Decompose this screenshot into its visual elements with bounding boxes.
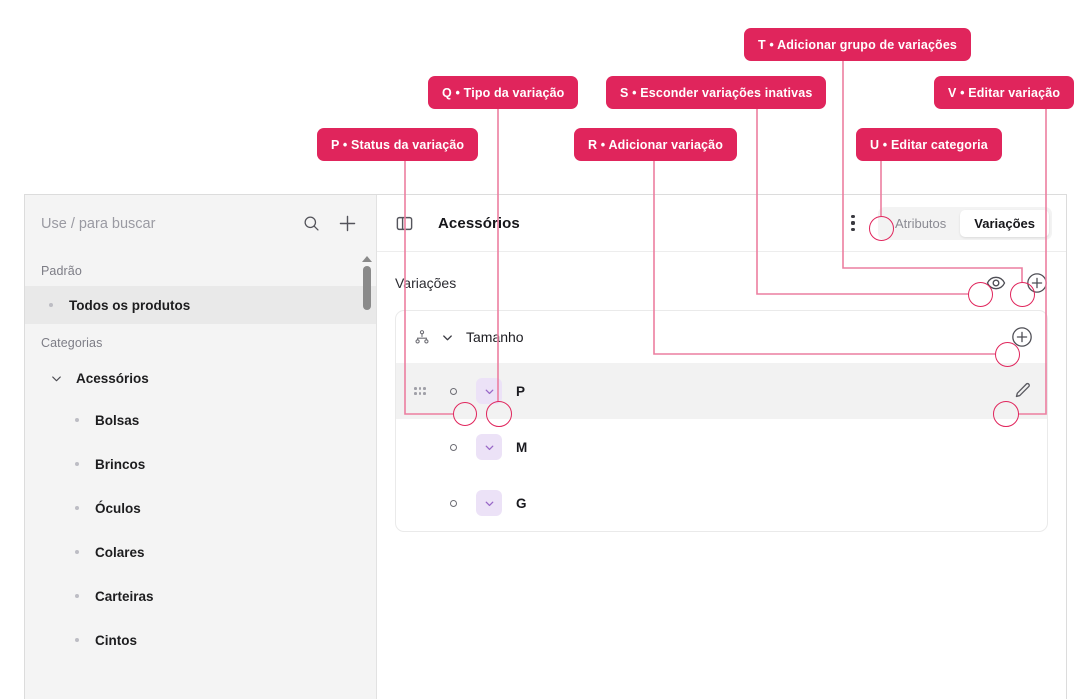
annotation-chip-q[interactable]: Q • Tipo da variação [428,76,579,109]
tab-atributos[interactable]: Atributos [894,215,947,231]
sidebar: Padrão Todos os produtos Categorias Aces… [25,195,377,699]
add-variation-icon[interactable] [1011,326,1033,348]
variation-type-icon[interactable] [476,378,502,404]
sidebar-item-colares[interactable]: Colares [25,530,376,574]
variation-option-row-p[interactable]: P [396,363,1047,419]
sidebar-item-cintos[interactable]: Cintos [25,618,376,662]
bullet-icon [75,594,79,598]
variation-option-label: G [516,495,527,511]
sidebar-search-row [25,195,376,252]
app-window: Padrão Todos os produtos Categorias Aces… [24,194,1067,699]
sidebar-item-label: Acessórios [76,370,149,386]
annotation-chip-p[interactable]: P • Status da variação [317,128,479,161]
main-content: Acessórios Atributos Variações Variações [377,195,1066,699]
variations-card: Tamanho [395,310,1048,532]
sidebar-item-label: Colares [95,544,145,560]
sidebar-item-label: Todos os produtos [69,297,191,313]
sidebar-item-bolsas[interactable]: Bolsas [25,398,376,442]
variation-option-label: P [516,383,526,399]
search-input[interactable] [41,215,288,232]
bullet-icon [75,550,79,554]
variation-option-label: M [516,439,528,455]
annotation-chip-u[interactable]: U • Editar categoria [856,128,1002,161]
search-icon[interactable] [298,211,324,237]
variation-type-icon[interactable] [476,490,502,516]
status-circle-icon[interactable] [442,380,464,402]
sidebar-item-todos-os-produtos[interactable]: Todos os produtos [25,286,376,324]
plus-circle-icon[interactable] [1026,272,1048,294]
chevron-down-icon[interactable] [440,330,455,345]
variation-type-icon[interactable] [476,434,502,460]
status-circle-icon[interactable] [442,436,464,458]
tab-bar: Atributos Variações [877,206,1052,240]
status-circle-icon[interactable] [442,492,464,514]
tab-variacoes[interactable]: Variações [960,209,1049,237]
more-vertical-icon[interactable] [842,210,864,236]
sidebar-panel-icon[interactable] [395,214,414,233]
sidebar-item-carteiras[interactable]: Carteiras [25,574,376,618]
sidebar-group-label-padrao: Padrão [41,264,82,278]
bullet-icon [49,303,53,307]
sidebar-scrollbar[interactable] [362,256,372,699]
sidebar-item-brincos[interactable]: Brincos [25,442,376,486]
sidebar-item-label: Óculos [95,500,141,516]
sidebar-item-label: Bolsas [95,412,140,428]
bullet-icon [75,462,79,466]
annotation-chip-t[interactable]: T • Adicionar grupo de variações [744,28,972,61]
scroll-up-arrow-icon[interactable] [362,256,372,262]
annotation-chip-v[interactable]: V • Editar variação [934,76,1075,109]
variation-option-row-g[interactable]: G [396,475,1047,531]
header-actions: Atributos Variações [842,206,1052,240]
bullet-icon [75,638,79,642]
bullet-icon [75,418,79,422]
annotation-chip-s[interactable]: S • Esconder variações inativas [606,76,827,109]
annotation-chip-r[interactable]: R • Adicionar variação [574,128,738,161]
section-actions [986,272,1048,294]
sidebar-item-label: Carteiras [95,588,154,604]
page-title: Acessórios [438,214,520,232]
sidebar-item-label: Cintos [95,632,137,648]
variation-option-row-m[interactable]: M [396,419,1047,475]
bullet-icon [75,506,79,510]
chevron-down-icon [49,371,64,386]
plus-icon[interactable] [334,211,360,237]
main-header: Acessórios Atributos Variações [377,195,1066,252]
variation-group-row-tamanho[interactable]: Tamanho [396,311,1047,363]
sidebar-item-oculos[interactable]: Óculos [25,486,376,530]
scrollbar-thumb[interactable] [363,266,371,310]
variation-group-name: Tamanho [466,329,524,345]
sidebar-item-label: Brincos [95,456,146,472]
drag-handle-icon[interactable] [414,387,426,395]
sidebar-item-acessorios[interactable]: Acessórios [25,358,376,398]
hierarchy-icon [414,329,430,345]
pencil-icon[interactable] [1013,381,1033,401]
section-title: Variações [395,275,457,291]
variations-section-header: Variações [377,252,1066,294]
sidebar-scroll-area: Padrão Todos os produtos Categorias Aces… [25,252,376,699]
sidebar-group-label-categorias: Categorias [41,336,103,350]
eye-icon[interactable] [986,273,1006,293]
